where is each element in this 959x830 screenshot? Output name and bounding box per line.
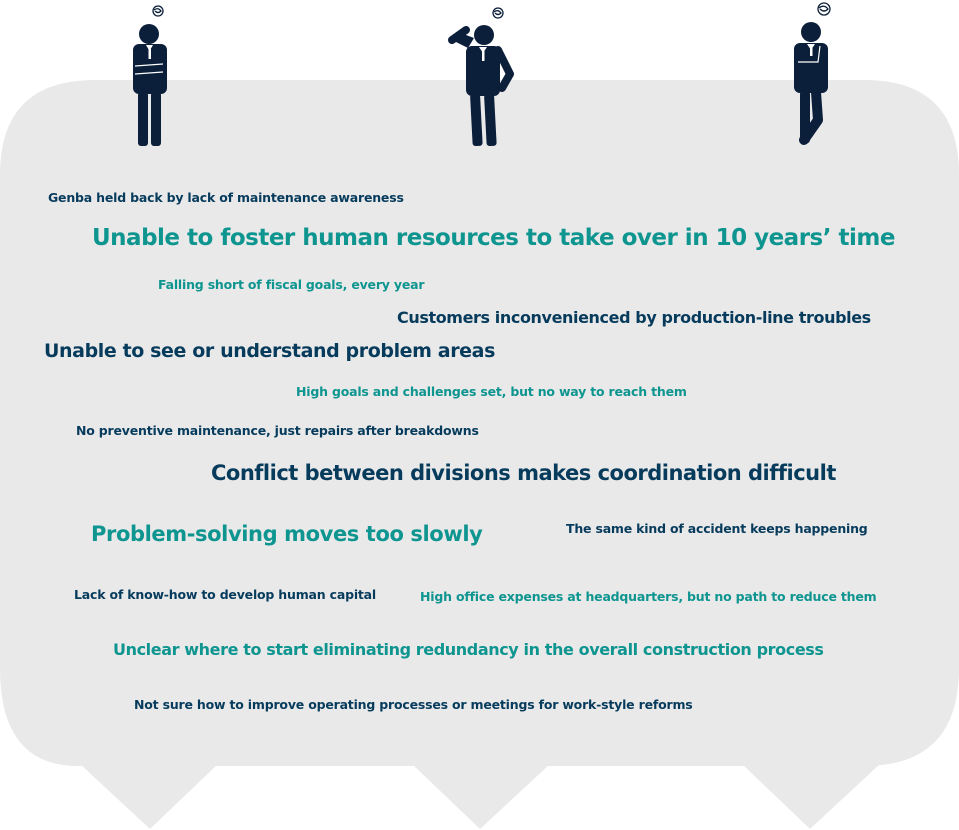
concern-phrase: Conflict between divisions makes coordin… [211, 461, 836, 485]
concern-phrase: Not sure how to improve operating proces… [134, 697, 693, 712]
concern-phrase: High office expenses at headquarters, bu… [420, 589, 877, 604]
concern-phrase: No preventive maintenance, just repairs … [76, 423, 479, 438]
concern-phrase: Unable to foster human resources to take… [92, 225, 895, 251]
bubble-tail-middle [412, 764, 550, 829]
concern-phrase: Genba held back by lack of maintenance a… [48, 190, 404, 205]
concern-phrase: Falling short of fiscal goals, every yea… [158, 277, 425, 292]
worried-businessman-arms-crossed-icon [133, 5, 167, 146]
concern-phrase: Customers inconvenienced by production-l… [397, 308, 871, 327]
concern-phrase: Lack of know-how to develop human capita… [74, 587, 376, 602]
bubble-tail-right [742, 764, 880, 829]
concern-phrase: Problem-solving moves too slowly [91, 522, 483, 546]
worried-businessman-scratching-head-icon [448, 7, 514, 147]
concern-phrase: The same kind of accident keeps happenin… [566, 521, 868, 536]
concern-phrase: High goals and challenges set, but no wa… [296, 384, 687, 399]
bubble-tail-left [80, 764, 218, 829]
concern-phrase: Unclear where to start eliminating redun… [113, 640, 824, 659]
concern-phrase: Unable to see or understand problem area… [44, 340, 495, 362]
worried-businessman-hand-on-chin-icon [794, 2, 831, 145]
